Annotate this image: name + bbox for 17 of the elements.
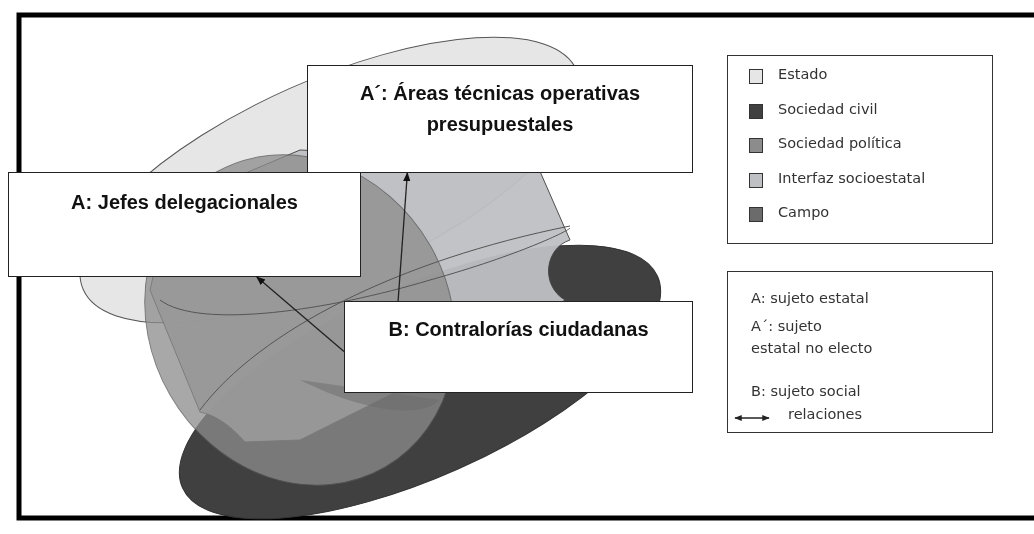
legend-label: Sociedad civil — [778, 100, 878, 117]
key-text: B: sujeto social — [751, 382, 862, 401]
legend-label: Campo — [778, 204, 830, 220]
label-box — [307, 65, 693, 173]
label-box — [344, 301, 693, 393]
arrow — [397, 172, 411, 302]
legend-label: relaciones — [788, 406, 862, 422]
legend-label: Sociedad política — [778, 135, 902, 151]
label-box — [8, 172, 361, 277]
box-title: A: Jefes delegacionales — [71, 190, 298, 215]
key-text: A´: sujeto estatal no electo — [751, 317, 874, 358]
box-title: B: Contralorías ciudadanas — [388, 317, 649, 342]
key-text: A: sujeto estatal — [751, 289, 870, 308]
box-title: A´: Áreas técnicas operativas presupuestales — [358, 81, 642, 137]
legend-label: Interfaz socioestatal — [778, 169, 926, 186]
legend-label: Estado — [778, 66, 828, 82]
arrow — [256, 276, 345, 353]
